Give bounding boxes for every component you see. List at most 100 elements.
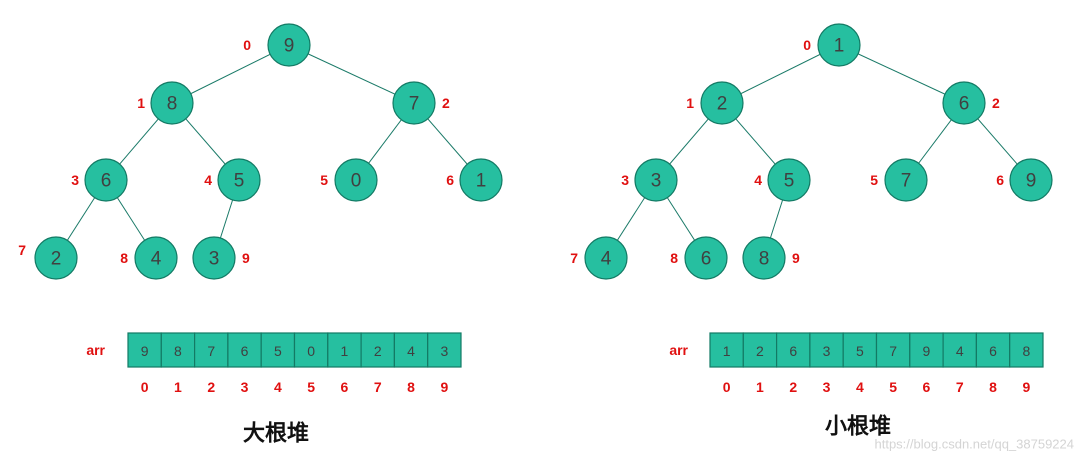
- min-heap-array-cell: 1: [709, 332, 744, 368]
- node-value: 4: [601, 249, 612, 270]
- array-cell-box: [227, 332, 262, 368]
- min-heap-array-index: 5: [889, 379, 897, 395]
- node-circle: [700, 81, 744, 125]
- node-circle: [684, 236, 728, 280]
- min-heap-array-cell: 5: [842, 332, 878, 368]
- min-heap-array-index: 2: [789, 379, 797, 395]
- max-heap-node-index-label: 6: [446, 172, 454, 188]
- array-cell-box: [327, 332, 362, 368]
- max-heap-edge: [288, 44, 415, 104]
- max-heap-array-cell: 9: [127, 332, 162, 368]
- array-cell-box: [360, 332, 396, 368]
- array-cell-box: [127, 332, 162, 368]
- min-heap-array-cell: 6: [775, 332, 811, 368]
- array-cell-box: [775, 332, 811, 368]
- max-heap-node-index-label: 2: [442, 95, 450, 111]
- node-value: 6: [101, 171, 112, 192]
- array-cell-value: 7: [207, 343, 215, 359]
- max-heap-array-index: 0: [141, 379, 149, 395]
- max-heap-tree-node: 1: [459, 158, 503, 202]
- node-circle: [267, 23, 311, 67]
- min-heap-edge: [838, 44, 965, 104]
- node-circle: [459, 158, 503, 202]
- min-heap-tree-node: 8: [742, 236, 786, 280]
- node-circle: [84, 158, 128, 202]
- min-heap-array-index: 7: [956, 379, 964, 395]
- node-value: 7: [901, 171, 912, 192]
- min-heap-array-cell: 7: [875, 332, 911, 368]
- min-heap-array-index: 1: [756, 379, 764, 395]
- max-heap-tree-node: 2: [34, 236, 78, 280]
- min-heap-array-index: 3: [823, 379, 831, 395]
- max-heap-node-index-label: 9: [242, 250, 250, 266]
- array-cell-box: [709, 332, 744, 368]
- array-cell-box: [875, 332, 911, 368]
- min-heap-arr-label: arr: [669, 342, 688, 358]
- node-circle: [192, 236, 236, 280]
- max-heap-array-cell: 3: [427, 332, 462, 368]
- max-heap-tree-node: 7: [392, 81, 436, 125]
- max-heap-tree-node: 6: [84, 158, 128, 202]
- node-value: 8: [759, 249, 770, 270]
- node-circle: [767, 158, 811, 202]
- array-cell-box: [1009, 332, 1044, 368]
- node-value: 6: [959, 94, 970, 115]
- min-heap-array-index: 9: [1022, 379, 1030, 395]
- min-heap-node-index-label: 0: [803, 37, 811, 53]
- min-heap-node-index-label: 3: [621, 172, 629, 188]
- array-cell-value: 6: [241, 343, 249, 359]
- node-value: 6: [701, 249, 712, 270]
- max-heap-tree-node: 5: [217, 158, 261, 202]
- max-heap-arr-label: arr: [86, 342, 105, 358]
- min-heap-array-index: 0: [723, 379, 731, 395]
- array-cell-value: 6: [789, 343, 797, 359]
- max-heap-array-cell: 0: [293, 332, 329, 368]
- array-cell-value: 5: [274, 343, 282, 359]
- min-heap-node-index-label: 1: [686, 95, 694, 111]
- max-heap-array-cell: 1: [327, 332, 362, 368]
- max-heap-node-index-label: 8: [120, 250, 128, 266]
- max-heap-array-cell: 2: [360, 332, 396, 368]
- min-heap-tree-node: 5: [767, 158, 811, 202]
- array-cell-value: 1: [723, 343, 731, 359]
- max-heap-array-cell: 8: [160, 332, 196, 368]
- min-heap-title: 小根堆: [825, 414, 891, 439]
- node-circle: [1009, 158, 1053, 202]
- node-circle: [334, 158, 378, 202]
- min-heap-array-cell: 6: [975, 332, 1011, 368]
- array-cell-value: 2: [756, 343, 764, 359]
- min-heap-tree-node: 7: [884, 158, 928, 202]
- node-value: 5: [234, 171, 245, 192]
- node-value: 9: [1026, 171, 1037, 192]
- node-value: 1: [834, 36, 845, 57]
- max-heap-tree-node: 4: [134, 236, 178, 280]
- node-value: 0: [351, 171, 362, 192]
- node-value: 2: [717, 94, 728, 115]
- node-circle: [884, 158, 928, 202]
- node-value: 9: [284, 36, 295, 57]
- max-heap-array-cell: 7: [194, 332, 229, 368]
- max-heap-edge: [171, 44, 290, 104]
- min-heap-tree-node: 4: [584, 236, 628, 280]
- min-heap-node-index-label: 4: [754, 172, 762, 188]
- max-heap-array-index: 3: [241, 379, 249, 395]
- max-heap-array-index: 1: [174, 379, 182, 395]
- max-heap-array-index: 2: [207, 379, 215, 395]
- node-value: 5: [784, 171, 795, 192]
- max-heap-node-index-label: 1: [137, 95, 145, 111]
- max-heap-node-index-label: 0: [243, 37, 251, 53]
- min-heap-node-index-label: 7: [570, 250, 578, 266]
- max-heap-array-index: 9: [440, 379, 448, 395]
- max-heap-array-cell: 5: [260, 332, 296, 368]
- max-heap-tree-node: 3: [192, 236, 236, 280]
- node-circle: [150, 81, 194, 125]
- min-heap-tree-node: 6: [942, 81, 986, 125]
- max-heap-array-index: 7: [374, 379, 382, 395]
- min-heap-tree-node: 2: [700, 81, 744, 125]
- min-heap-array-index: 6: [923, 379, 931, 395]
- max-heap-node-index-label: 4: [204, 172, 212, 188]
- min-heap-array-index: 8: [989, 379, 997, 395]
